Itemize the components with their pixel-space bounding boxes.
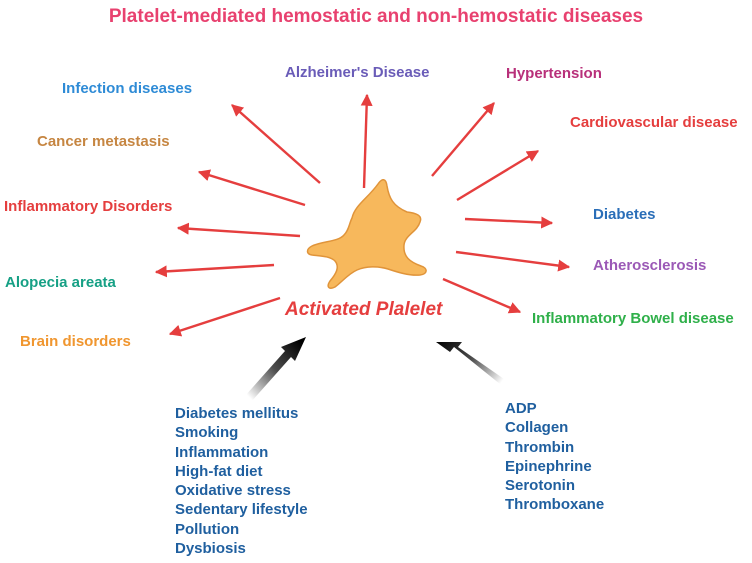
arrow-inflammatory bbox=[176, 222, 301, 238]
agonist-item: Thromboxane bbox=[505, 496, 605, 514]
risk-factor-item: Sedentary lifestyle bbox=[175, 501, 308, 519]
arrow-alopecia bbox=[154, 263, 275, 278]
agonist-item: ADP bbox=[505, 400, 537, 417]
platelet-icon bbox=[306, 179, 427, 289]
agonist-item: Epinephrine bbox=[505, 457, 592, 475]
label-cardiovascular-disease: Cardiovascular disease bbox=[570, 114, 738, 131]
arrow-alzheimers bbox=[360, 93, 373, 189]
arrow-cancer bbox=[197, 169, 306, 207]
agonist-arrow bbox=[436, 342, 504, 384]
arrow-ibd bbox=[442, 277, 522, 314]
label-inflammatory-bowel-disease: Inflammatory Bowel disease bbox=[532, 310, 734, 327]
risk-factor-arrow bbox=[245, 337, 306, 402]
risk-factor-item: Dysbiosis bbox=[175, 540, 246, 558]
arrow-atherosclerosis bbox=[455, 250, 571, 272]
arrow-diabetes bbox=[464, 216, 554, 229]
risk-factor-item: Smoking bbox=[175, 424, 239, 442]
diagram-title: Platelet-mediated hemostatic and non-hem… bbox=[108, 6, 644, 27]
label-atherosclerosis: Atherosclerosis bbox=[593, 257, 707, 274]
risk-factor-list: Diabetes mellitus Smoking Inflammation H… bbox=[175, 404, 308, 558]
arrow-infection bbox=[231, 104, 321, 184]
agonist-item: Collagen bbox=[505, 419, 569, 437]
label-alzheimers-disease: Alzheimer's Disease bbox=[285, 64, 430, 81]
risk-factor-item: High-fat diet bbox=[175, 462, 263, 480]
arrow-hypertension bbox=[431, 102, 495, 177]
label-diabetes: Diabetes bbox=[593, 206, 656, 223]
agonist-item: Thrombin bbox=[505, 438, 575, 456]
risk-factor-item: Inflammation bbox=[175, 443, 269, 461]
agonist-item: Serotonin bbox=[505, 477, 575, 495]
label-cancer-metastasis: Cancer metastasis bbox=[37, 133, 170, 150]
arrow-cardiovascular bbox=[456, 149, 540, 202]
label-inflammatory-disorders: Inflammatory Disorders bbox=[4, 198, 173, 215]
disease-arrows bbox=[154, 93, 571, 337]
agonist-list: ADP Collagen Thrombin Epinephrine Seroto… bbox=[505, 399, 604, 515]
label-infection-diseases: Infection diseases bbox=[62, 80, 193, 97]
label-hypertension: Hypertension bbox=[506, 65, 602, 82]
activated-platelet-label: Activated Plalelet bbox=[285, 299, 443, 320]
label-brain-disorders: Brain disorders bbox=[20, 333, 131, 350]
risk-factor-item: Pollution bbox=[175, 520, 240, 538]
risk-factor-item: Diabetes mellitus bbox=[175, 405, 299, 422]
arrow-brain bbox=[168, 296, 281, 337]
label-alopecia-areata: Alopecia areata bbox=[5, 274, 116, 291]
risk-factor-item: Oxidative stress bbox=[175, 482, 291, 500]
